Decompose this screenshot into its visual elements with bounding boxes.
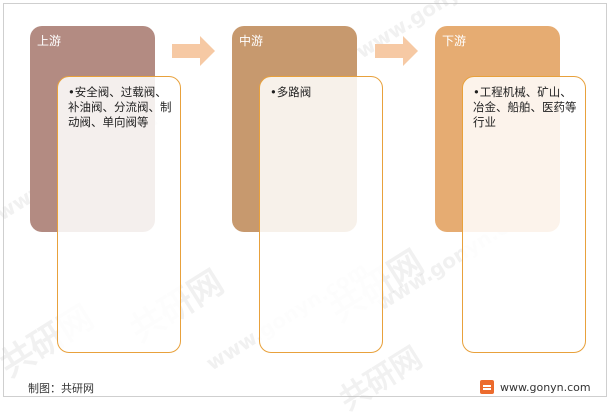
stage-label: 中游 — [239, 34, 264, 48]
right-arrow-icon — [172, 36, 215, 66]
stage-label: 下游 — [442, 34, 467, 48]
stage-card-text: •安全阀、过载阀、补油阀、分流阀、制动阀、单向阀等 — [68, 85, 172, 129]
stage-card-text: •工程机械、矿山、冶金、船舶、医药等行业 — [473, 85, 577, 129]
stage-card-text: •多路阀 — [270, 85, 312, 99]
stage-card-midstream: •多路阀 — [259, 76, 383, 353]
stage-card-downstream: •工程机械、矿山、冶金、船舶、医药等行业 — [462, 76, 586, 353]
gonyn-logo-icon — [480, 380, 494, 394]
stage-card-upstream: •安全阀、过载阀、补油阀、分流阀、制动阀、单向阀等 — [57, 76, 181, 353]
right-arrow-icon — [375, 36, 418, 66]
website-url: www.gonyn.com — [500, 380, 591, 394]
stage-label: 上游 — [37, 34, 62, 48]
source-credit: 制图：共研网 — [28, 382, 94, 395]
footer-website: www.gonyn.com — [479, 379, 591, 395]
